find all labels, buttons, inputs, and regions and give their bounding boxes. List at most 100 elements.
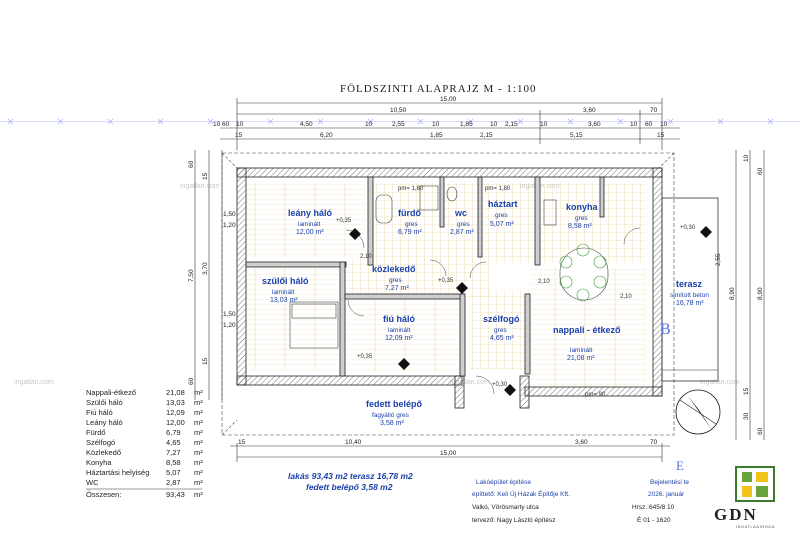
- svg-text:15: 15: [202, 172, 209, 180]
- room-terasz: terasz simított beton 16,78 m²: [670, 279, 709, 307]
- svg-text:+0,30: +0,30: [680, 225, 696, 231]
- svg-text:10: 10: [213, 121, 221, 128]
- terrace-slab: [661, 197, 719, 382]
- svg-text:É 01 - 1620: É 01 - 1620: [637, 515, 671, 524]
- svg-text:pm= 1,80: pm= 1,80: [398, 186, 424, 192]
- svg-text:ingatlan.com: ingatlan.com: [180, 183, 220, 190]
- svg-text:laminált: laminált: [272, 289, 295, 296]
- right-dimensions: [735, 150, 765, 440]
- svg-text:ingatlan.com: ingatlan.com: [14, 379, 54, 386]
- svg-text:tervező: Nagy László építész: tervező: Nagy László építész: [472, 517, 555, 524]
- svg-text:Nappali-étkező: Nappali-étkező: [86, 388, 136, 397]
- svg-text:gres: gres: [457, 221, 470, 228]
- svg-text:10: 10: [432, 121, 440, 128]
- svg-text:1,85: 1,85: [460, 121, 473, 128]
- svg-text:Háztartási helyiség: Háztartási helyiség: [86, 468, 149, 477]
- svg-text:Fiú háló: Fiú háló: [86, 408, 113, 417]
- svg-text:leány háló: leány háló: [288, 208, 333, 218]
- svg-text:15: 15: [743, 387, 750, 395]
- svg-text:12,09: 12,09: [166, 408, 185, 417]
- top-dimensions: [220, 98, 680, 150]
- door-swings: [345, 227, 641, 395]
- svg-text:m²: m²: [194, 478, 203, 487]
- area-summary: lakás 93,43 m2 terasz 16,78 m2 fedett be…: [288, 471, 413, 492]
- svg-text:Szülői háló: Szülői háló: [86, 398, 123, 407]
- svg-text:m²: m²: [194, 458, 203, 467]
- svg-text:m²: m²: [194, 468, 203, 477]
- svg-text:Lakóépület építése: Lakóépület építése: [476, 479, 531, 486]
- title-block: Lakóépület építése építtető: Keli Új Ház…: [472, 479, 689, 524]
- svg-text:6,79 m²: 6,79 m²: [398, 229, 422, 236]
- svg-text:15: 15: [235, 132, 243, 139]
- svg-text:60: 60: [645, 121, 653, 128]
- svg-text:60: 60: [188, 377, 195, 385]
- svg-text:60: 60: [222, 121, 230, 128]
- svg-text:15,00: 15,00: [440, 450, 457, 457]
- room-kozlekedo: közlekedő gres 7,27 m²: [372, 264, 416, 292]
- dim-top-b: 3,60: [583, 107, 596, 114]
- svg-text:1,85: 1,85: [430, 132, 443, 139]
- svg-text:8,58: 8,58: [166, 458, 181, 467]
- svg-text:ingatlan.com: ingatlan.com: [450, 379, 490, 386]
- grid-marks: [0, 118, 800, 125]
- svg-text:háztart: háztart: [488, 199, 518, 209]
- svg-text:fedett belépő: fedett belépő: [366, 399, 423, 409]
- svg-text:13,03 m²: 13,03 m²: [270, 297, 298, 304]
- svg-text:1,20: 1,20: [223, 222, 236, 229]
- section-marker: B: [660, 321, 671, 338]
- svg-text:pm= 90: pm= 90: [585, 392, 606, 398]
- dim-row-2: 10 60 10 4,50 10 2,55 10 1,85 10 2,15 10…: [213, 121, 668, 128]
- svg-text:2,87: 2,87: [166, 478, 181, 487]
- svg-text:16,78 m²: 16,78 m²: [676, 300, 704, 307]
- svg-text:terasz: terasz: [676, 279, 703, 289]
- svg-text:Bejelentési te: Bejelentési te: [650, 479, 689, 486]
- level-markers: +0,35 +0,35 +0,30 +0,30 +0,35: [336, 218, 712, 396]
- svg-text:2,15: 2,15: [505, 121, 518, 128]
- exterior-walls: [236, 167, 663, 409]
- area-table: Nappali-étkező 21,08 m² Szülői háló 13,0…: [86, 388, 203, 499]
- svg-text:laminált: laminált: [298, 221, 321, 228]
- svg-text:2,15: 2,15: [480, 132, 493, 139]
- svg-text:gres: gres: [575, 215, 588, 222]
- svg-text:7,27 m²: 7,27 m²: [385, 285, 409, 292]
- svg-text:8,90: 8,90: [729, 287, 736, 300]
- svg-text:m²: m²: [194, 418, 203, 427]
- svg-text:2,87 m²: 2,87 m²: [450, 229, 474, 236]
- svg-text:12,00 m²: 12,00 m²: [296, 229, 324, 236]
- furniture: [289, 185, 609, 349]
- svg-text:m²: m²: [194, 388, 203, 397]
- svg-text:60: 60: [188, 160, 195, 168]
- room-nappali-etkezo: nappali - étkező laminált 21,08 m²: [553, 325, 621, 362]
- svg-text:13,03: 13,03: [166, 398, 185, 407]
- svg-text:93,43: 93,43: [166, 490, 185, 499]
- svg-text:3,60: 3,60: [575, 439, 588, 446]
- svg-text:fiú háló: fiú háló: [383, 314, 415, 324]
- svg-text:m²: m²: [194, 398, 203, 407]
- svg-text:1,50: 1,50: [223, 311, 236, 318]
- bottom-dim-labels: 15 10,40 3,60 70 15,00: [238, 439, 658, 457]
- svg-text:10,40: 10,40: [345, 439, 362, 446]
- svg-text:+0,35: +0,35: [438, 278, 454, 284]
- svg-text:3,70: 3,70: [202, 262, 209, 275]
- svg-text:+0,35: +0,35: [357, 354, 373, 360]
- svg-text:m²: m²: [194, 428, 203, 437]
- svg-text:12,00: 12,00: [166, 418, 185, 427]
- svg-text:60: 60: [757, 427, 764, 435]
- svg-text:szélfogó: szélfogó: [483, 314, 520, 324]
- svg-text:5,07: 5,07: [166, 468, 181, 477]
- svg-text:2,10: 2,10: [360, 254, 372, 260]
- svg-text:60: 60: [757, 167, 764, 175]
- svg-text:3,58 m²: 3,58 m²: [380, 420, 404, 427]
- svg-text:nappali - étkező: nappali - étkező: [553, 325, 621, 335]
- dim-top-a: 10,50: [390, 107, 407, 114]
- svg-text:2026. január: 2026. január: [648, 491, 685, 498]
- svg-text:pm= 1,80: pm= 1,80: [485, 186, 511, 192]
- svg-text:lakás 93,43 m2 terasz 16,78: lakás 93,43 m2 terasz 16,78 m2: [288, 471, 413, 481]
- svg-text:5,07 m²: 5,07 m²: [490, 221, 514, 228]
- svg-text:m²: m²: [194, 408, 203, 417]
- svg-text:21,08: 21,08: [166, 388, 185, 397]
- svg-text:Fürdő: Fürdő: [86, 428, 106, 437]
- room-konyha: konyha gres 8,58 m²: [566, 202, 599, 230]
- svg-text:2,55: 2,55: [715, 253, 722, 266]
